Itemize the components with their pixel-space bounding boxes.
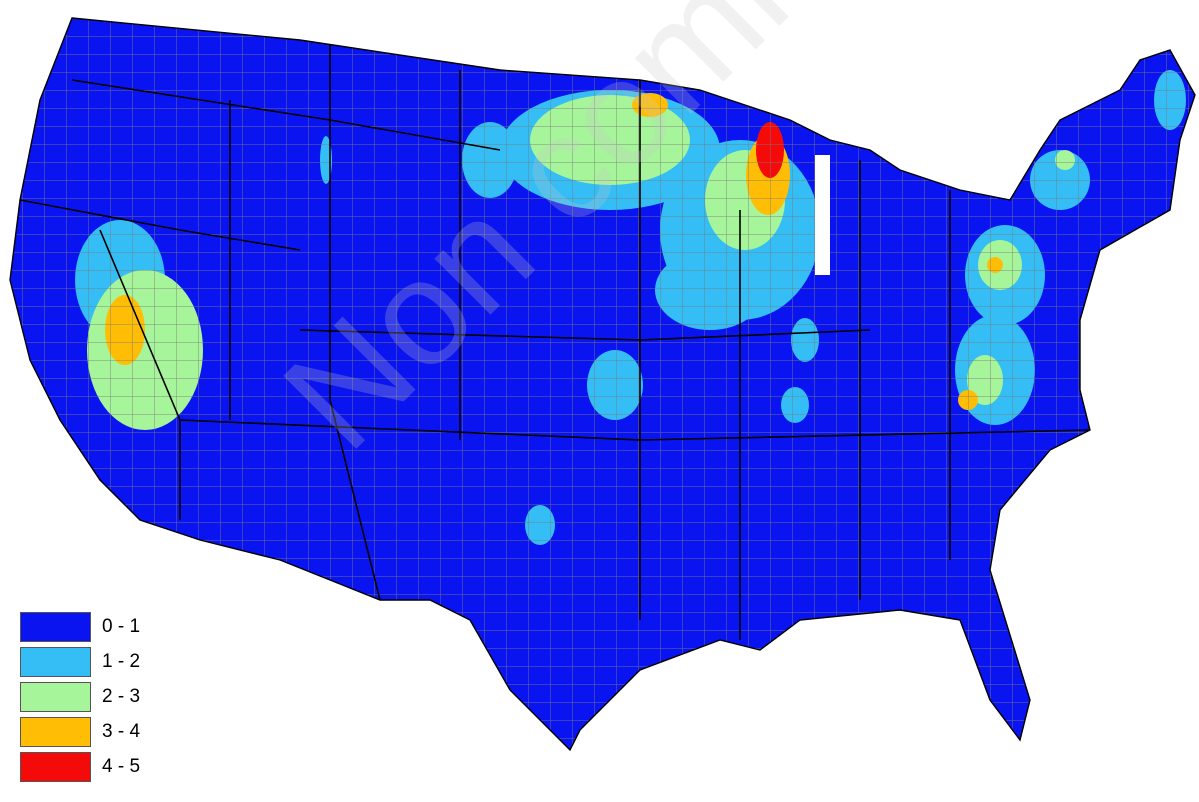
legend-label: 1 - 2	[102, 651, 141, 672]
legend-swatch	[20, 612, 91, 642]
legend-label: 4 - 5	[102, 756, 141, 777]
legend-label: 2 - 3	[102, 686, 141, 707]
legend-item: 0 - 1	[20, 611, 140, 643]
us-outline	[9, 17, 1196, 752]
legend-label: 0 - 1	[102, 616, 141, 637]
legend-swatch	[20, 682, 91, 712]
legend-swatch	[20, 717, 91, 747]
legend-item: 4 - 5	[20, 751, 140, 783]
legend-item: 3 - 4	[20, 716, 140, 748]
great-lakes-cutout	[815, 155, 830, 275]
legend-swatch	[20, 752, 91, 782]
legend-item: 2 - 3	[20, 681, 140, 713]
state-boundaries	[19, 40, 1091, 640]
legend-swatch	[20, 647, 91, 677]
legend-label: 3 - 4	[102, 721, 141, 742]
legend: 0 - 1 1 - 2 2 - 3 3 - 4 4 - 5	[20, 611, 140, 786]
legend-item: 1 - 2	[20, 646, 140, 678]
